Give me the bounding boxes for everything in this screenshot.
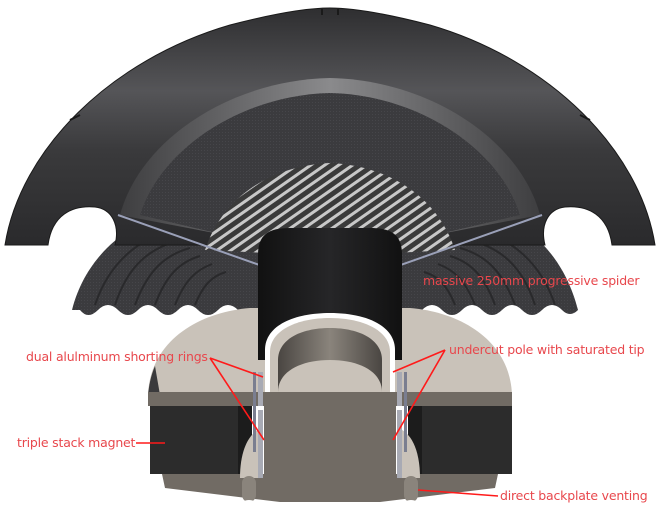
label-spider: massive 250mm progressive spider [423, 273, 640, 288]
shorting-rings [253, 372, 407, 478]
label-venting: direct backplate venting [500, 488, 648, 503]
magnet [150, 406, 512, 474]
back-plate [162, 428, 498, 510]
pole-piece [264, 313, 396, 478]
leader-lines [136, 349, 499, 497]
label-shorting-rings: dual alulminum shorting rings [26, 349, 208, 364]
label-pole: undercut pole with saturated tip [449, 342, 645, 357]
label-magnet: triple stack magnet [17, 435, 136, 450]
